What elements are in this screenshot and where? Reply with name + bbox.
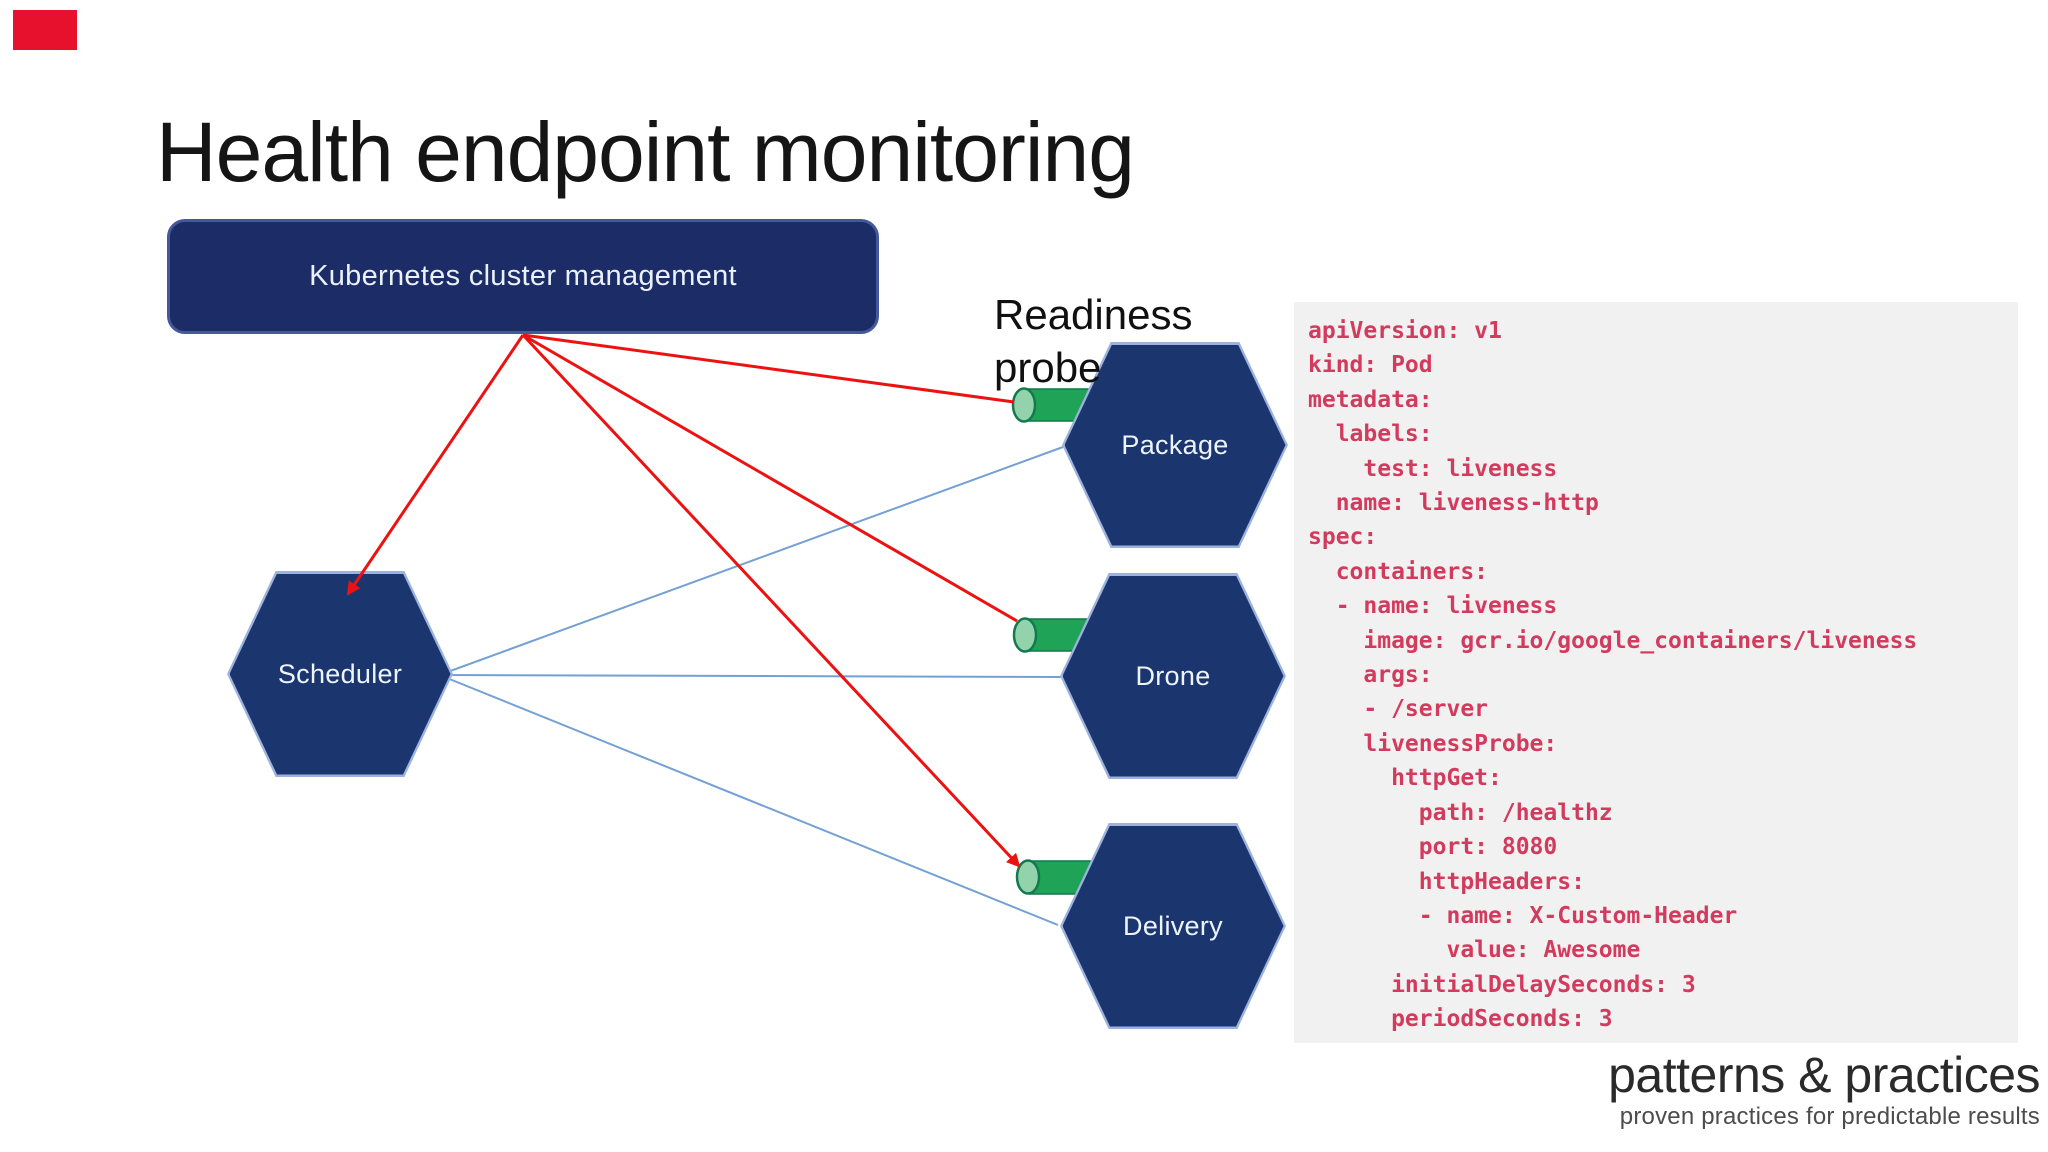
- arrow-manager-to-drone-probe: [522, 333, 1018, 623]
- hexagon-scheduler: Scheduler: [227, 571, 453, 777]
- hexagon-package: Package: [1062, 342, 1288, 548]
- hexagon-drone-label: Drone: [1135, 660, 1211, 691]
- footer-brand-text: patterns & practices: [1608, 1047, 2040, 1103]
- hexagon-drone: Drone: [1060, 573, 1286, 779]
- link-scheduler-to-delivery: [441, 675, 1059, 926]
- arrow-manager-to-package-probe: [522, 333, 1015, 404]
- yaml-code-panel: apiVersion: v1 kind: Pod metadata: label…: [1294, 302, 2018, 1043]
- hexagon-package-label: Package: [1121, 429, 1229, 460]
- red-corner-badge: [13, 10, 77, 50]
- footer-logo: patterns & practices proven practices fo…: [1608, 1050, 2040, 1131]
- slide-title: Health endpoint monitoring: [156, 105, 1135, 199]
- link-scheduler-to-package: [441, 446, 1064, 675]
- hexagon-delivery: Delivery: [1060, 823, 1286, 1029]
- footer-tagline-text: proven practices for predictable results: [1619, 1103, 2040, 1130]
- hexagon-delivery-label: Delivery: [1123, 910, 1223, 941]
- link-scheduler-to-drone: [441, 674, 1062, 678]
- readiness-probe-label: Readiness probe: [994, 291, 1193, 392]
- yaml-code-text: apiVersion: v1 kind: Pod metadata: label…: [1308, 318, 1918, 1033]
- kubernetes-cluster-management-box: Kubernetes cluster management: [167, 219, 879, 334]
- arrow-manager-to-delivery-probe: [521, 333, 1021, 868]
- arrow-manager-to-scheduler: [346, 334, 525, 596]
- kubernetes-cluster-management-label: Kubernetes cluster management: [309, 260, 737, 292]
- hexagon-scheduler-label: Scheduler: [277, 658, 403, 689]
